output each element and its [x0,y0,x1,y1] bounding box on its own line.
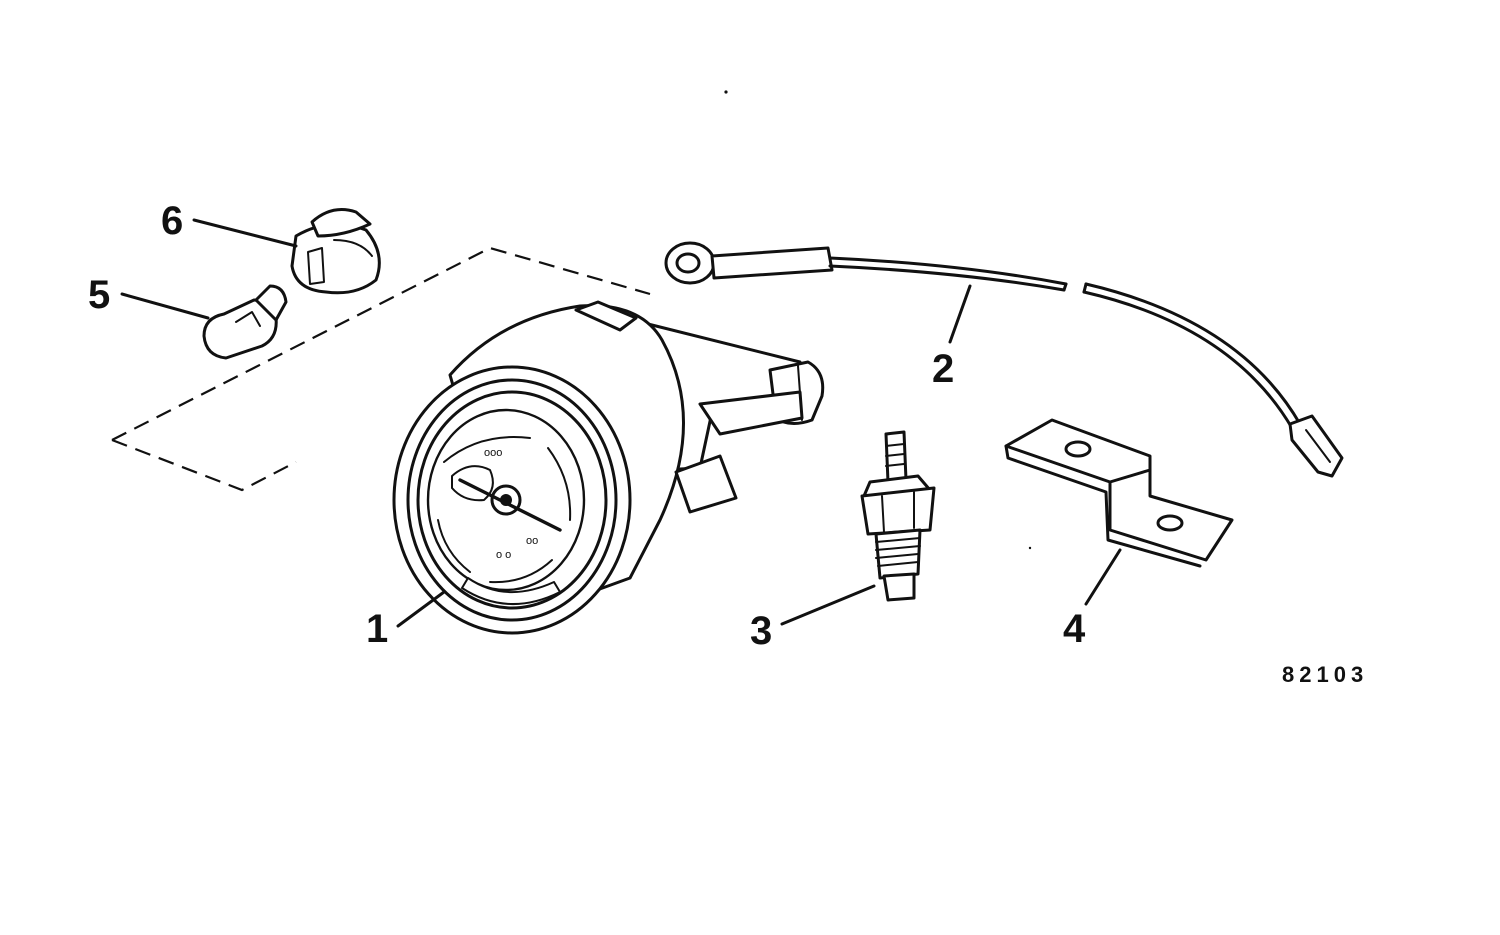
leader-line-6 [192,218,298,248]
callout-2: 2 [932,347,954,391]
callout-5: 5 [88,273,110,317]
gauge-dial [426,408,586,592]
leader-line-1 [396,590,446,628]
bulb-base [254,284,288,322]
wire-sleeve [710,246,834,280]
stud-thread [885,443,905,467]
callout-1: 1 [366,607,388,651]
wire-ring-hole [675,252,701,274]
figure-code: 82103 [1282,662,1368,687]
wire-part [664,241,1344,478]
socket-slot [307,247,325,285]
callout-3: 3 [750,609,772,653]
socket-rim [333,239,373,257]
gauge-needle [458,478,562,532]
dashed-group-outline [111,246,651,492]
sender-probe [882,572,916,602]
gauge-top-tab [574,300,638,332]
gauge-dial-band [461,577,561,606]
bracket-plate [1004,418,1234,562]
speck [1028,546,1032,550]
gauge-dial-scale [437,436,572,584]
gauge-bezel-inner [416,390,608,610]
bracket-hole-upper [1064,440,1092,458]
leader-line-3 [780,584,876,626]
gauge-side-lug [674,454,738,514]
bulb-part [202,284,288,360]
wire-break-end [1082,282,1088,294]
wire-ring-terminal [664,241,716,285]
sender-stud [884,430,908,484]
hex-face [881,491,915,533]
bracket-hole-lower [1156,514,1184,532]
leader-line-4 [1084,548,1122,606]
wire-segment [1084,282,1302,426]
wire-break-end [1062,282,1068,292]
gauge-sub-dial [451,465,494,502]
socket-top [310,208,372,238]
wire-segment [828,256,1068,286]
gauge-bezel-ring [406,378,618,622]
dial-mark: ooo [484,447,502,459]
spade-detail [1305,429,1331,463]
speck [724,90,728,94]
shank-thread [875,537,921,567]
wire-segment [1082,290,1294,430]
wire-segment [828,264,1066,292]
bracket-lower-plate [698,390,804,436]
leader-line-5 [120,292,210,320]
callout-4: 4 [1063,607,1086,651]
bulb-filament [235,311,261,327]
sender-part [860,430,936,602]
dial-mark: o o [496,549,511,561]
gauge-part: ooo o o oo [392,300,825,635]
sender-hex [860,486,936,536]
callout-6: 6 [161,199,183,243]
socket-part [290,208,381,295]
mounting-bracket-part [1004,418,1234,568]
dial-mark: oo [526,535,538,547]
bracket-fold [1108,468,1152,484]
bracket-bend-edge [1004,444,1202,568]
wire-spade-connector [1288,414,1344,478]
leader-line-2 [948,284,972,344]
